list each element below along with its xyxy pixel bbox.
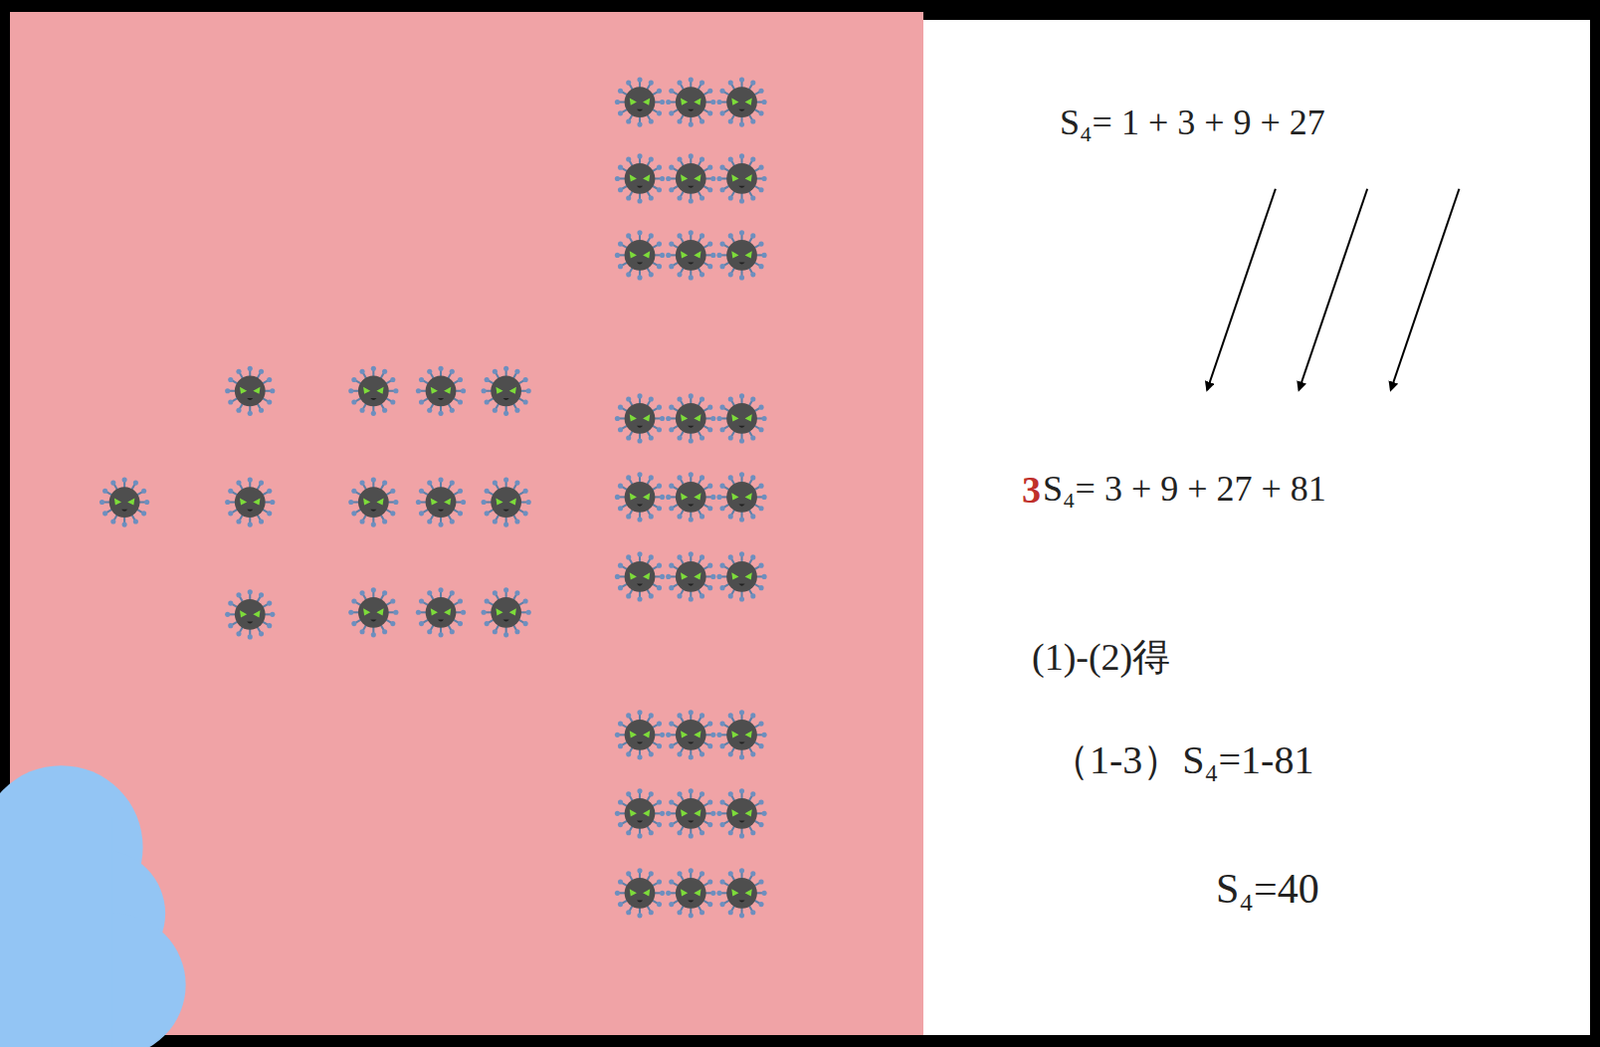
result: S₄=40 (1215, 865, 1320, 912)
multiplier: 3 (1021, 469, 1041, 512)
step-note: (1)-(2)得 (1031, 636, 1171, 679)
equation: S₄= 3 + 9 + 27 + 81 (1042, 469, 1327, 510)
equation: （1-3）S₄=1-81 (1049, 738, 1314, 783)
equation: S₄= 1 + 3 + 9 + 27 (1059, 103, 1326, 144)
